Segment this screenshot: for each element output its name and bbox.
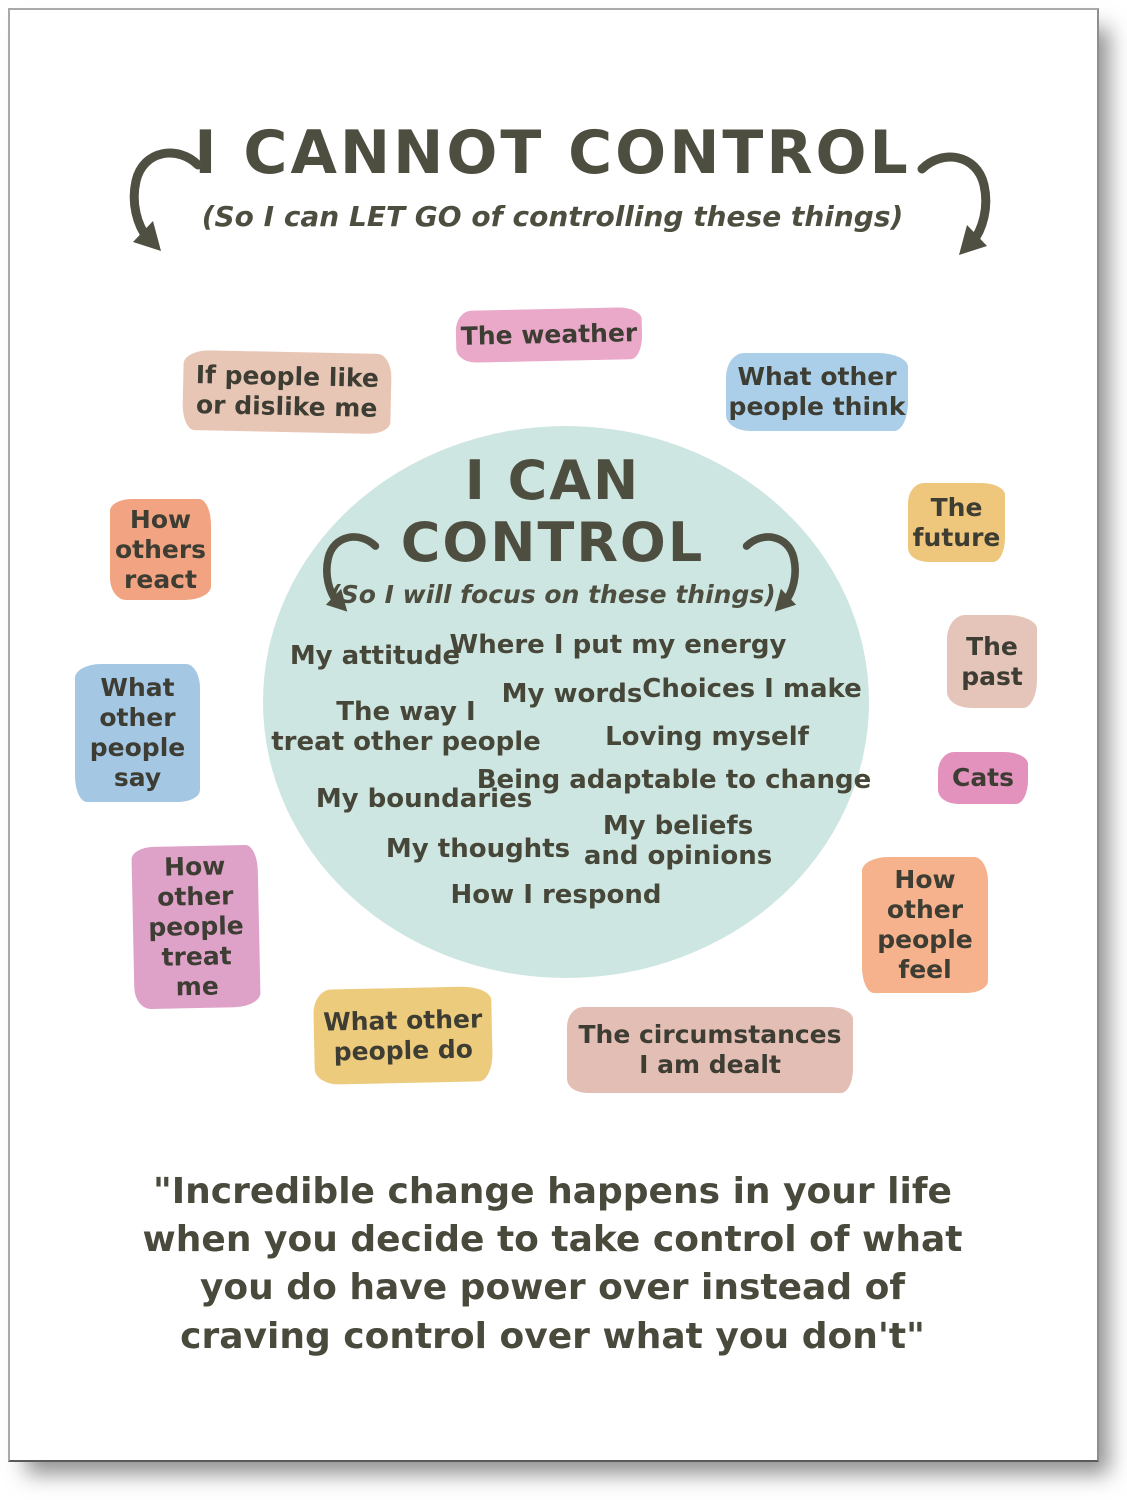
can-item-being-adaptable: Being adaptable to change (476, 765, 872, 796)
can-item-my-attitude: My attitude (289, 641, 461, 672)
cannot-box-like-or-dislike: If people like or dislike me (182, 349, 392, 435)
can-item-my-boundaries: My boundaries (315, 784, 533, 815)
cannot-box-the-future: The future (908, 483, 1005, 562)
cannot-box-how-others-react: How others react (110, 499, 211, 600)
can-item-my-beliefs-opinions: My beliefs and opinions (583, 811, 773, 871)
cannot-box-how-people-feel: How other people feel (862, 857, 988, 993)
can-item-how-i-treat-others: The way I treat other people (271, 697, 541, 757)
can-control-subtitle: (So I will focus on these things) (329, 580, 776, 609)
cannot-box-circumstances: The circumstances I am dealt (567, 1007, 853, 1093)
can-control-title: I CAN CONTROL (400, 449, 705, 575)
can-item-where-i-put-my-energy: Where I put my energy (449, 630, 787, 661)
cannot-control-subtitle: (So I can LET GO of controlling these th… (201, 200, 904, 233)
cannot-box-the-past: The past (947, 615, 1037, 708)
cannot-control-title: I CANNOT CONTROL (194, 118, 911, 188)
curved-arrow-down-icon (129, 148, 203, 251)
curved-arrow-down-icon (323, 533, 380, 612)
can-item-my-words: My words (501, 679, 643, 710)
can-item-choices-i-make: Choices I make (642, 674, 862, 705)
cannot-box-weather: The weather (455, 307, 643, 363)
can-item-loving-myself: Loving myself (605, 722, 809, 753)
can-item-my-thoughts: My thoughts (385, 834, 571, 865)
cannot-box-cats: Cats (938, 752, 1028, 804)
curved-arrow-down-icon (917, 152, 991, 255)
cannot-box-what-people-say: What other people say (75, 664, 200, 802)
can-item-how-i-respond: How I respond (450, 880, 662, 911)
cannot-box-what-people-think: What other people think (726, 353, 908, 431)
cannot-box-how-people-treat-me: How other people treat me (131, 844, 261, 1010)
cannot-box-what-people-do: What other people do (313, 986, 493, 1085)
curved-arrow-down-icon (742, 533, 799, 612)
can-control-circle (263, 426, 869, 978)
bottom-quote: "Incredible change happens in your life … (142, 1171, 963, 1357)
